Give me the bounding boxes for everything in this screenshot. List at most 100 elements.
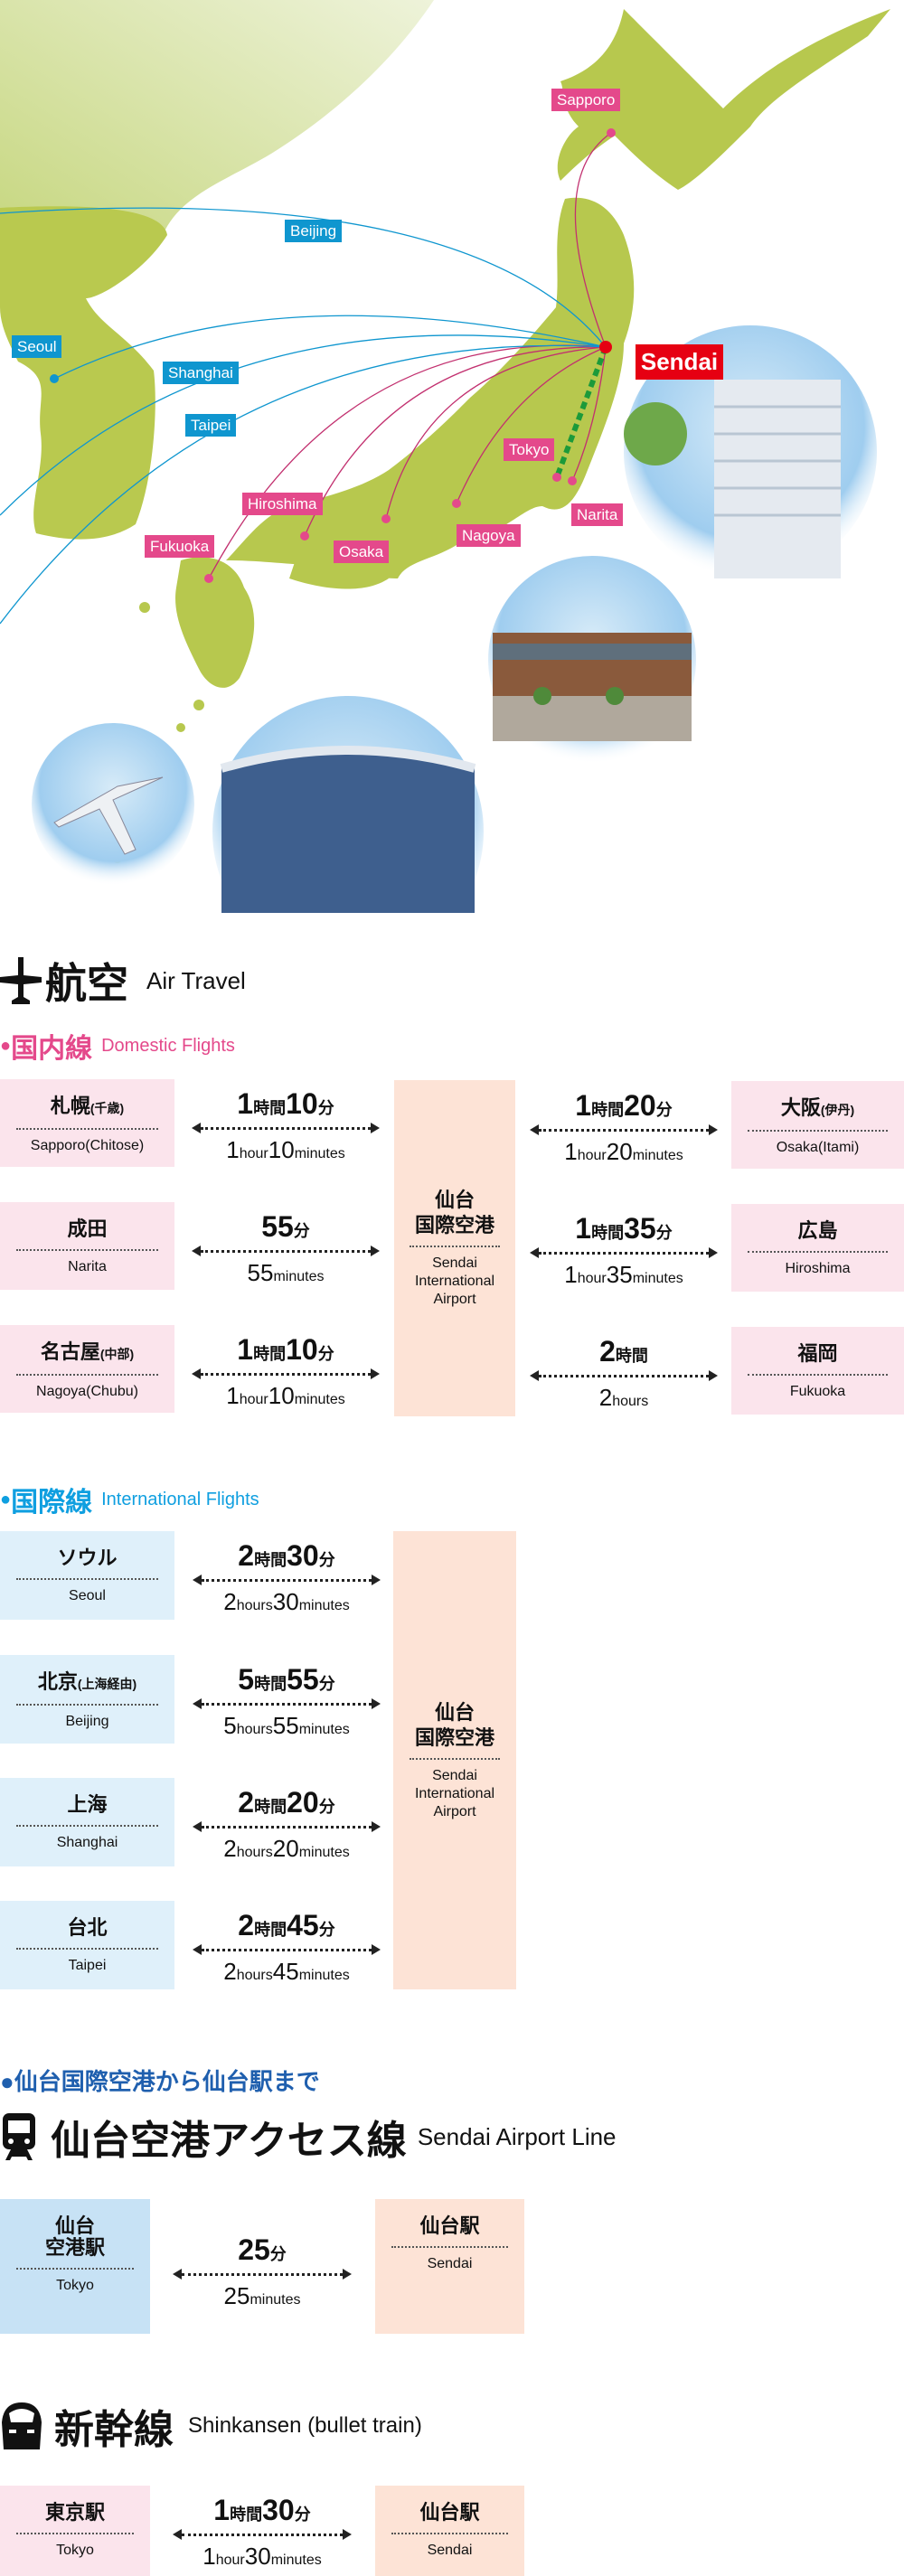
duration-ja: 2時間 <box>530 1334 718 1368</box>
dotted-divider <box>748 1130 888 1132</box>
duration-unit: hours <box>236 1845 273 1860</box>
city-name-en: Sendai <box>427 2543 473 2558</box>
duration-unit: 分 <box>294 2505 311 2524</box>
dotted-divider <box>16 1948 158 1950</box>
duration-unit: 時間 <box>254 1675 287 1693</box>
map-label-sapporo: Sapporo <box>551 89 621 111</box>
duration-ja: 2時間30分 <box>193 1538 381 1573</box>
photo-sendai-station <box>488 556 696 764</box>
duration-ja: 1時間30分 <box>173 2493 352 2527</box>
duration-number: 1 <box>237 1333 254 1366</box>
duration-unit: minutes <box>294 1146 345 1161</box>
duration-number: 30 <box>244 2543 271 2570</box>
duration-unit: 分 <box>317 1345 334 1363</box>
duration-unit: hours <box>236 1722 273 1737</box>
shinkansen-header: 新幹線 Shinkansen (bullet train) <box>0 2402 422 2452</box>
double-arrow-icon <box>173 2269 352 2280</box>
hub-name-en: Sendai International Airport <box>414 1767 495 1819</box>
duration-unit: 時間 <box>253 1099 287 1117</box>
city-name-ja: 札幌 <box>50 1095 90 1117</box>
airport-line-title-en: Sendai Airport Line <box>417 2122 617 2150</box>
double-arrow-icon <box>193 1575 381 1585</box>
city-name-en: Shanghai <box>56 1835 118 1850</box>
duration-unit: 分 <box>269 2245 287 2263</box>
city-name-ja: 北京 <box>37 1670 78 1693</box>
duration-number: 10 <box>268 1136 295 1163</box>
duration-en: 1hour30minutes <box>173 2542 352 2575</box>
travel-duration: 1時間10分 1hour10minutes <box>192 1086 380 1169</box>
duration-unit: 時間 <box>254 1551 287 1569</box>
duration-ja: 1時間10分 <box>192 1086 380 1121</box>
travel-duration: 55分 55minutes <box>192 1209 380 1292</box>
city-name-ja: 仙台駅 <box>419 2501 480 2524</box>
map-label-nagoya: Nagoya <box>457 524 521 547</box>
domestic-heading: ● 国内線 Domestic Flights <box>0 1030 235 1064</box>
dotted-divider <box>16 1704 158 1706</box>
duration-ja: 1時間35分 <box>530 1211 718 1246</box>
photo-airplane <box>32 723 194 886</box>
map-label-narita: Narita <box>571 503 624 526</box>
domestic-city-box: 成田 Narita <box>0 1202 174 1290</box>
city-name-ja: 仙台 空港駅 <box>44 2214 105 2259</box>
city-name-ja: ソウル <box>57 1547 118 1569</box>
city-name-en: Fukuoka <box>789 1384 846 1399</box>
travel-duration: 2時間30分 2hours30minutes <box>193 1538 381 1621</box>
domestic-city-box: 札幌(千歳) Sapporo(Chitose) <box>0 1079 174 1167</box>
access-subtitle: ●仙台国際空港から仙台駅まで <box>0 2067 320 2095</box>
city-name-en: Tokyo <box>56 2543 94 2558</box>
double-arrow-icon <box>192 1246 380 1256</box>
double-arrow-icon <box>193 1944 381 1955</box>
bullet-train-icon <box>2 2402 42 2449</box>
duration-ja: 25分 <box>173 2233 352 2267</box>
map-label-hiroshima: Hiroshima <box>242 493 323 515</box>
city-name-ja: 東京駅 <box>44 2501 105 2524</box>
city-name-ja: 名古屋 <box>40 1340 100 1363</box>
travel-duration: 1時間35分 1hour35minutes <box>530 1211 718 1293</box>
duration-number: 2 <box>223 1958 237 1985</box>
duration-number: 1 <box>213 2494 231 2526</box>
duration-unit: minutes <box>298 1598 350 1613</box>
dotted-divider <box>410 1757 500 1760</box>
hub-name-ja-1: 仙台 <box>434 1700 475 1724</box>
international-title-ja: 国際線 <box>11 1488 93 1518</box>
duration-number: 10 <box>286 1333 318 1366</box>
photo-sendai-tower <box>624 325 877 578</box>
map-label-sendai: Sendai <box>636 344 723 380</box>
city-name-en: Osaka(Itami) <box>776 1140 860 1155</box>
duration-number: 2 <box>238 1786 255 1819</box>
duration-en: 1hour20minutes <box>530 1137 718 1170</box>
duration-unit: 分 <box>318 1675 335 1693</box>
duration-en: 1hour10minutes <box>192 1135 380 1169</box>
airport-line-title-ja: 仙台空港アクセス線 <box>51 2119 407 2163</box>
duration-number: 45 <box>287 1909 319 1941</box>
city-name-en: Nagoya(Chubu) <box>36 1384 138 1399</box>
travel-duration: 1時間30分 1hour30minutes <box>173 2493 352 2575</box>
duration-unit: minutes <box>294 1392 345 1407</box>
duration-number: 2 <box>238 1539 255 1572</box>
duration-unit: 時間 <box>253 1345 287 1363</box>
dotted-divider <box>16 1128 158 1130</box>
air-title-en: Air Travel <box>146 966 246 994</box>
duration-unit: 分 <box>318 1798 335 1816</box>
hub-name-ja-1: 仙台 <box>434 1189 475 1211</box>
map-label-fukuoka: Fukuoka <box>145 535 215 558</box>
city-name-ja: 仙台駅 <box>419 2214 480 2237</box>
duration-number: 55 <box>247 1259 274 1286</box>
route-map-graphic <box>0 0 890 967</box>
duration-ja: 1時間20分 <box>530 1088 718 1123</box>
airport-station-box: 仙台 空港駅 Tokyo <box>0 2199 150 2334</box>
dotted-divider <box>16 1825 158 1827</box>
duration-unit: minutes <box>298 1845 350 1860</box>
international-title-en: International Flights <box>101 1489 259 1509</box>
duration-number: 20 <box>624 1089 656 1122</box>
duration-en: 2hours45minutes <box>193 1957 381 1990</box>
map-label-seoul: Seoul <box>12 335 62 358</box>
domestic-city-box: 名古屋(中部) Nagoya(Chubu) <box>0 1325 174 1413</box>
double-arrow-icon <box>530 1247 718 1258</box>
sendai-airport-hub: 仙台 国際空港 Sendai International Airport <box>394 1080 515 1416</box>
duration-unit: hours <box>612 1394 649 1409</box>
travel-duration: 1時間20分 1hour20minutes <box>530 1088 718 1170</box>
duration-en: 55minutes <box>192 1258 380 1292</box>
domestic-title-ja: 国内線 <box>11 1034 93 1064</box>
duration-en: 2hours30minutes <box>193 1587 381 1621</box>
